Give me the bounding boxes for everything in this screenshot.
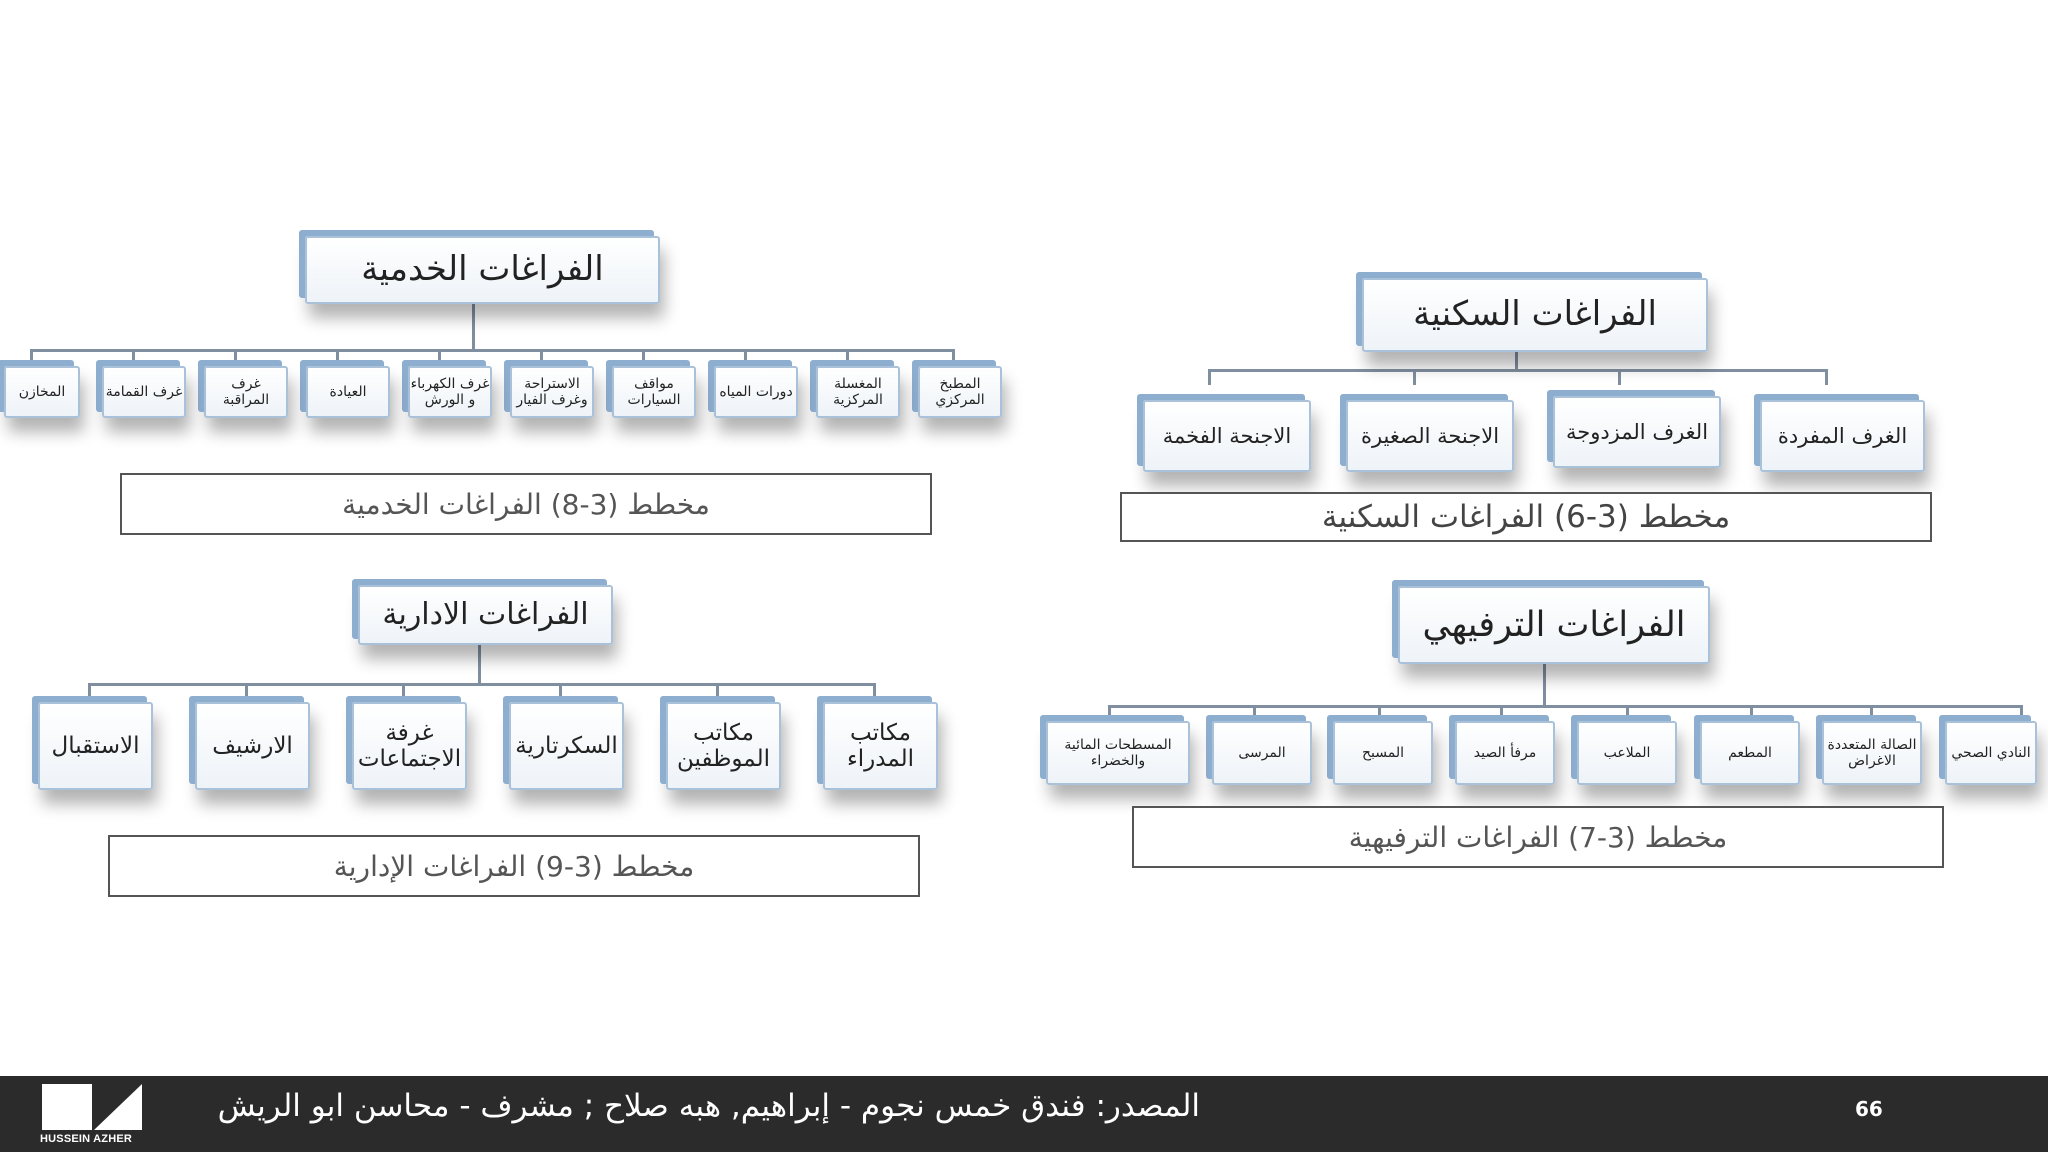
footer-bar — [0, 1076, 2048, 1152]
service-item: المخازن — [4, 366, 80, 418]
service-caption: مخطط (3-8) الفراغات الخدمية — [120, 473, 932, 535]
residential-item: الغرف المفردة — [1760, 400, 1925, 472]
recreational-item: المسطحات المائية والخضراء — [1046, 721, 1190, 785]
recreational-item: الصالة المتعددة الاغراض — [1822, 721, 1922, 785]
administrative-item: الارشيف — [195, 702, 310, 790]
recreational-item: الملاعب — [1577, 721, 1677, 785]
service-item: المغسلة المركزية — [816, 366, 900, 418]
recreational-caption: مخطط (3-7) الفراغات الترفيهية — [1132, 806, 1944, 868]
recreational-spaces-title: الفراغات الترفيهي — [1398, 586, 1710, 664]
page-number: 66 — [1855, 1097, 1883, 1121]
service-item: دورات المياه — [714, 366, 798, 418]
administrative-spaces-title: الفراغات الادارية — [358, 585, 613, 645]
source-citation: المصدر: فندق خمس نجوم - إبراهيم, هبه صلا… — [217, 1088, 1200, 1124]
residential-item: الاجنحة الفخمة — [1143, 400, 1311, 472]
administrative-item: مكاتب المدراء — [823, 702, 938, 790]
administrative-item: مكاتب الموظفين — [666, 702, 781, 790]
administrative-item: السكرتارية — [509, 702, 624, 790]
residential-item: الغرف المزدوجة — [1553, 396, 1721, 468]
recreational-item: المرسى — [1212, 721, 1312, 785]
logo-triangle-icon — [94, 1084, 142, 1130]
administrative-caption: مخطط (3-9) الفراغات الإدارية — [108, 835, 920, 897]
administrative-item: الاستقبال — [38, 702, 153, 790]
service-item: العيادة — [306, 366, 390, 418]
administrative-item: غرفة الاجتماعات — [352, 702, 467, 790]
service-item: غرف الكهرباء و الورش — [408, 366, 492, 418]
logo-text: HUSSEIN AZHER — [40, 1133, 133, 1145]
recreational-item: المطعم — [1700, 721, 1800, 785]
recreational-item: النادي الصحي — [1945, 721, 2037, 785]
residential-item: الاجنحة الصغيرة — [1346, 400, 1514, 472]
service-item: الاستراحة وغرف الفيار — [510, 366, 594, 418]
service-item: غرف المراقبة — [204, 366, 288, 418]
service-item: غرف القمامة — [102, 366, 186, 418]
residential-spaces-title: الفراغات السكنية — [1362, 278, 1708, 352]
recreational-item: المسبح — [1333, 721, 1433, 785]
logo-square-icon — [42, 1084, 92, 1130]
service-item: المطبخ المركزي — [918, 366, 1002, 418]
recreational-item: مرفأ الصيد — [1455, 721, 1555, 785]
service-spaces-title: الفراغات الخدمية — [305, 236, 660, 304]
service-item: مواقف السيارات — [612, 366, 696, 418]
residential-caption: مخطط (3-6) الفراغات السكنية — [1120, 492, 1932, 542]
